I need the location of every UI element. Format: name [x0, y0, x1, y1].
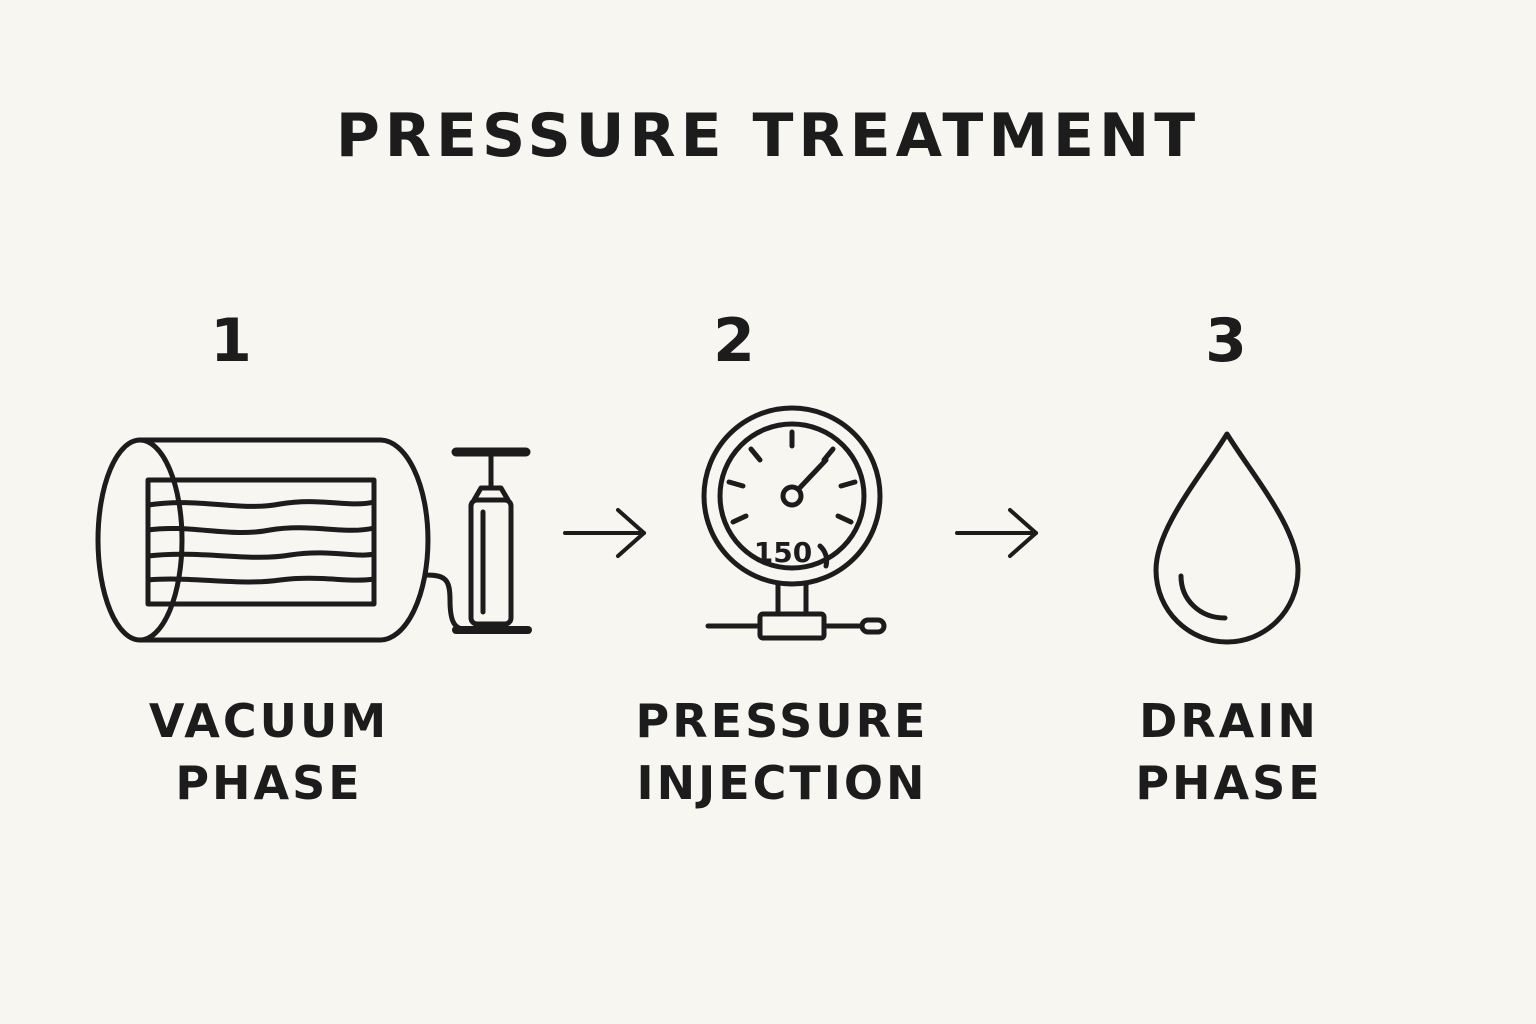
step-2-label: PRESSURE INJECTION: [562, 690, 1002, 814]
arrow-right-icon: [955, 508, 1038, 558]
gauge-reading: 150: [753, 536, 813, 569]
step-3-label: DRAIN PHASE: [1009, 690, 1449, 814]
step-3-label-line2: PHASE: [1135, 756, 1323, 810]
step-1-label-line2: PHASE: [175, 756, 363, 810]
diagram-title: PRESSURE TREATMENT: [335, 101, 1201, 171]
vacuum-cylinder-with-pump-icon: [95, 437, 532, 643]
step-1-label-line1: VACUUM: [148, 694, 390, 748]
step-2-label-line1: PRESSURE: [635, 694, 929, 748]
step-3-label-line1: DRAIN: [1139, 694, 1319, 748]
step-2-label-line2: INJECTION: [636, 756, 928, 810]
pressure-gauge-icon: [701, 405, 887, 641]
step-2-number: 2: [713, 306, 755, 376]
step-3-number: 3: [1205, 306, 1247, 376]
step-1-label: VACUUM PHASE: [49, 690, 489, 814]
arrow-right-icon: [563, 508, 646, 558]
water-drop-icon: [1153, 431, 1301, 645]
step-1-number: 1: [210, 306, 252, 376]
